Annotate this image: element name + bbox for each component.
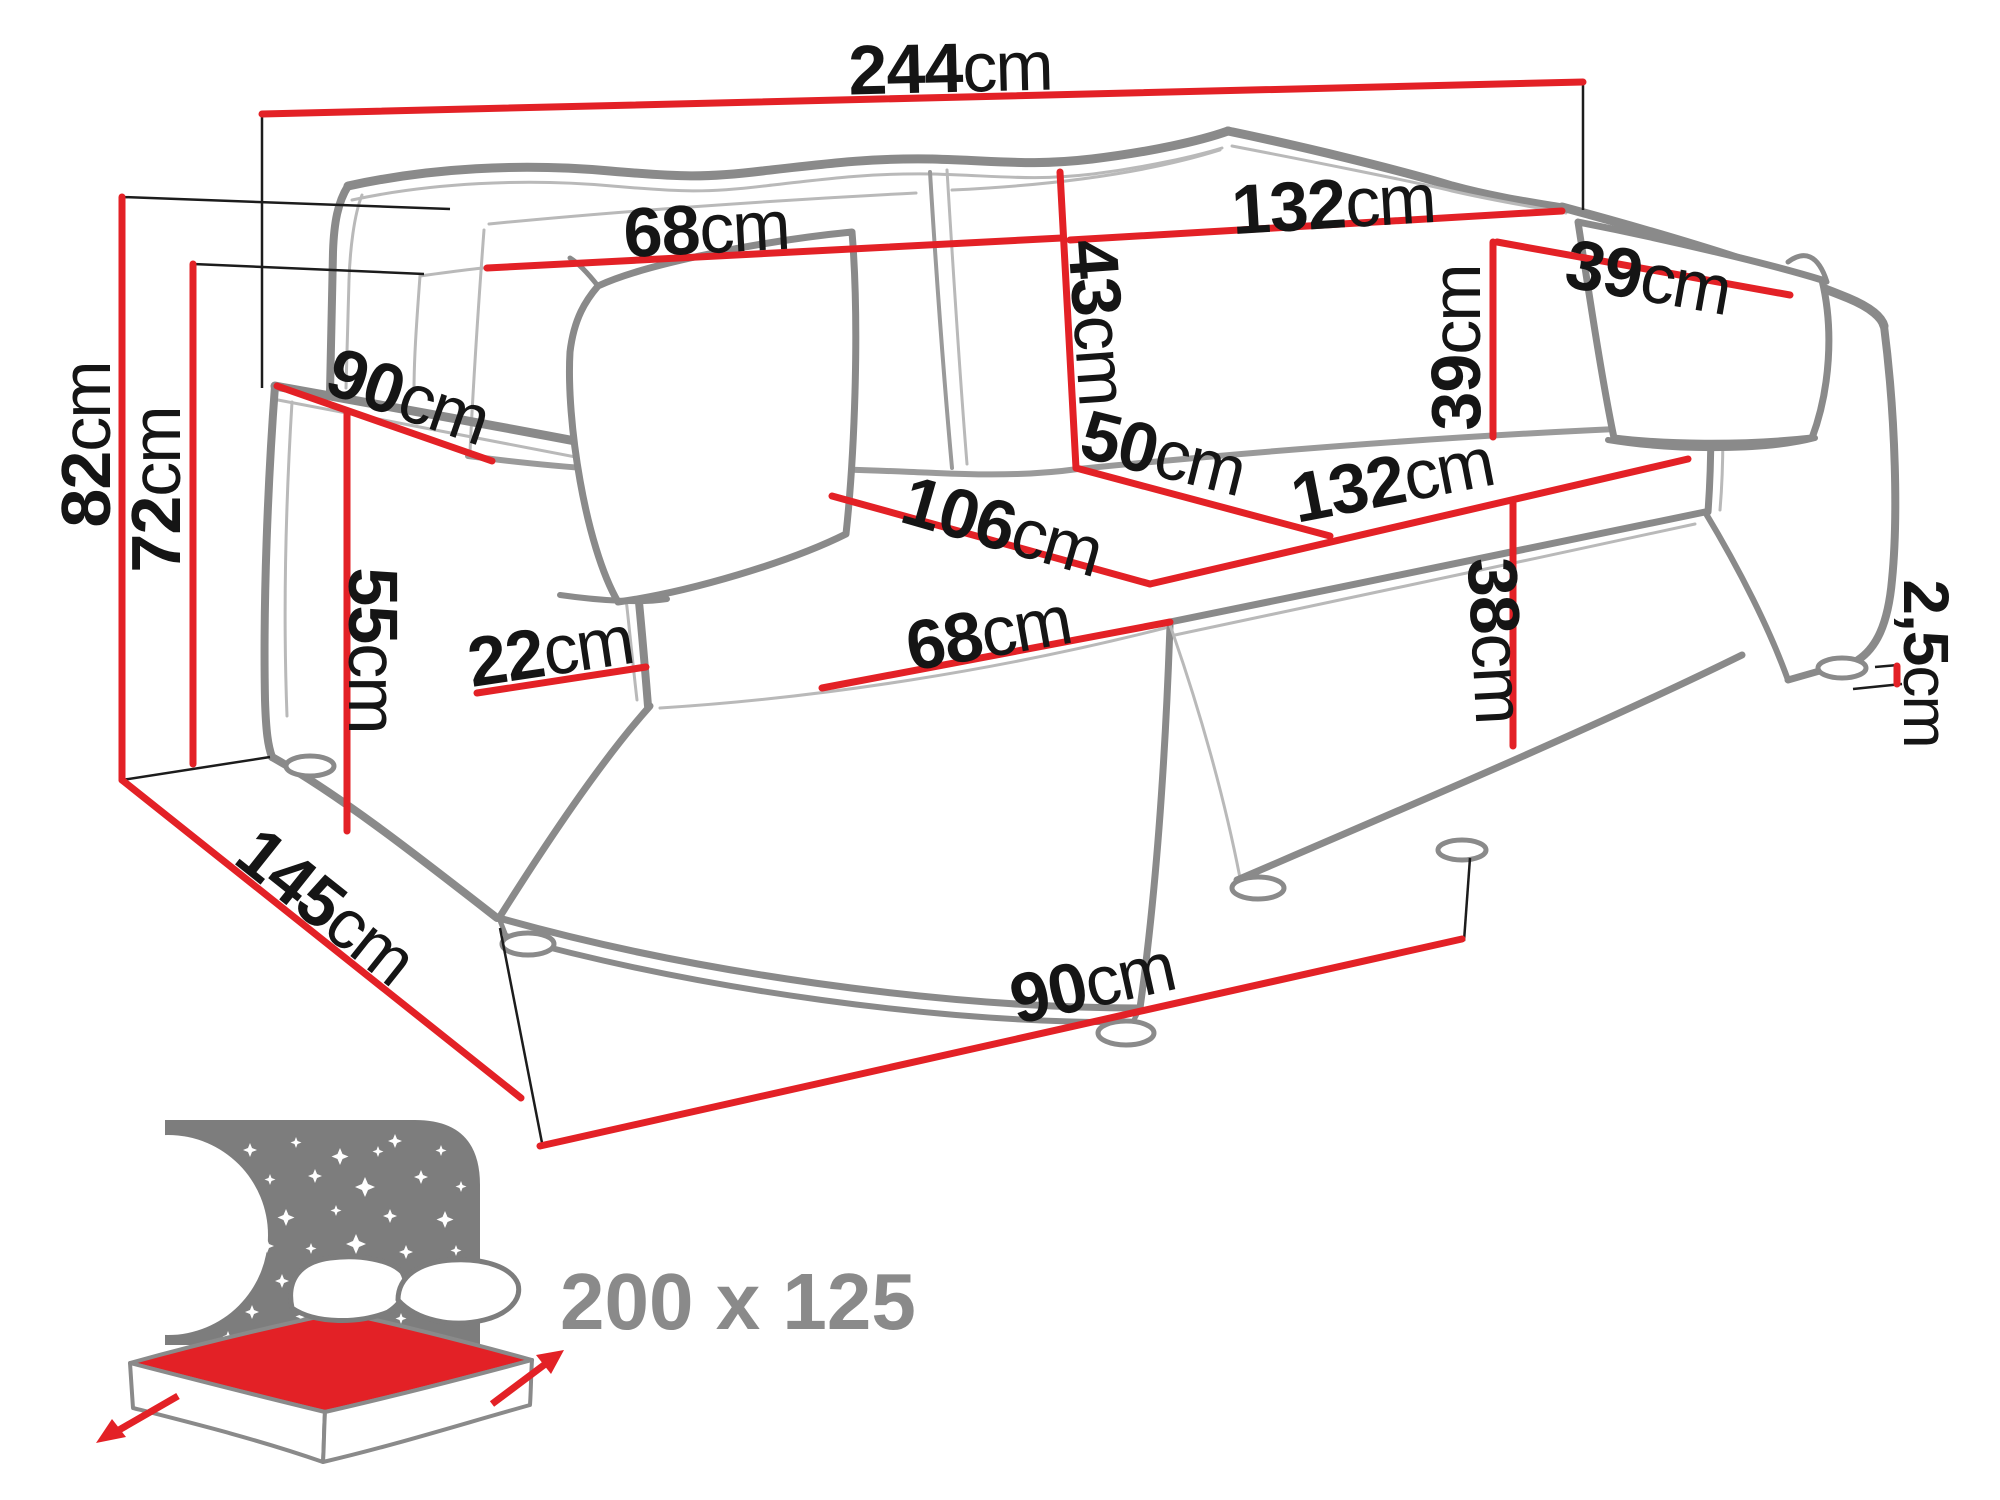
dim-label-leg-height: 2,5cm	[1890, 579, 1962, 747]
dim-line-total-width	[258, 78, 1587, 118]
unfold-arrow-icons	[96, 1350, 564, 1443]
dim-line-backrest-right-width	[1066, 207, 1566, 244]
dim-line-chaise-width	[818, 618, 1174, 692]
dim-line-pillow-width	[1493, 238, 1794, 299]
sleeping-area-size: 200 x 125	[560, 1257, 916, 1346]
left-pillow	[566, 228, 860, 606]
dim-label-seat-front-height: 38cm	[1452, 555, 1540, 725]
dim-label-backrest-left-width: 68cm	[621, 185, 791, 273]
dim-line-chaise-floor-depth	[118, 776, 525, 1102]
dim-line-backrest-left-width	[483, 234, 1066, 272]
mattress-side-right	[321, 1358, 534, 1464]
dim-line-armrest-width	[473, 663, 650, 697]
sofa-feet	[283, 655, 1869, 1048]
bed-pillow-icons	[288, 1254, 522, 1326]
dim-line-chaise-seat-length	[828, 492, 1154, 588]
dim-line-side-depth	[273, 382, 496, 465]
sofa-bed-icon	[68, 1120, 564, 1464]
dim-line-backrest-height	[1056, 168, 1080, 472]
dim-label-back-frame-height: 72cm	[117, 407, 195, 573]
dim-label-armrest-height: 55cm	[334, 567, 412, 733]
dim-line-seat-width	[1146, 455, 1692, 588]
dim-label-backrest-right-width: 132cm	[1229, 158, 1437, 250]
dim-label-total-width: 244cm	[847, 26, 1053, 110]
backrest-top-edge	[343, 126, 1233, 191]
dim-label-total-height: 82cm	[47, 362, 125, 528]
dim-label-pillow-height: 39cm	[1417, 265, 1495, 431]
dimension-lines	[118, 78, 1901, 1150]
dim-line-seat-depth	[1072, 464, 1334, 540]
dim-label-backrest-height: 43cm	[1053, 236, 1143, 408]
dim-line-front-floor-width	[536, 935, 1466, 1150]
sofa-line-art	[260, 126, 1900, 1048]
moon-icon	[68, 1135, 268, 1335]
leader-lines	[121, 82, 1903, 1149]
